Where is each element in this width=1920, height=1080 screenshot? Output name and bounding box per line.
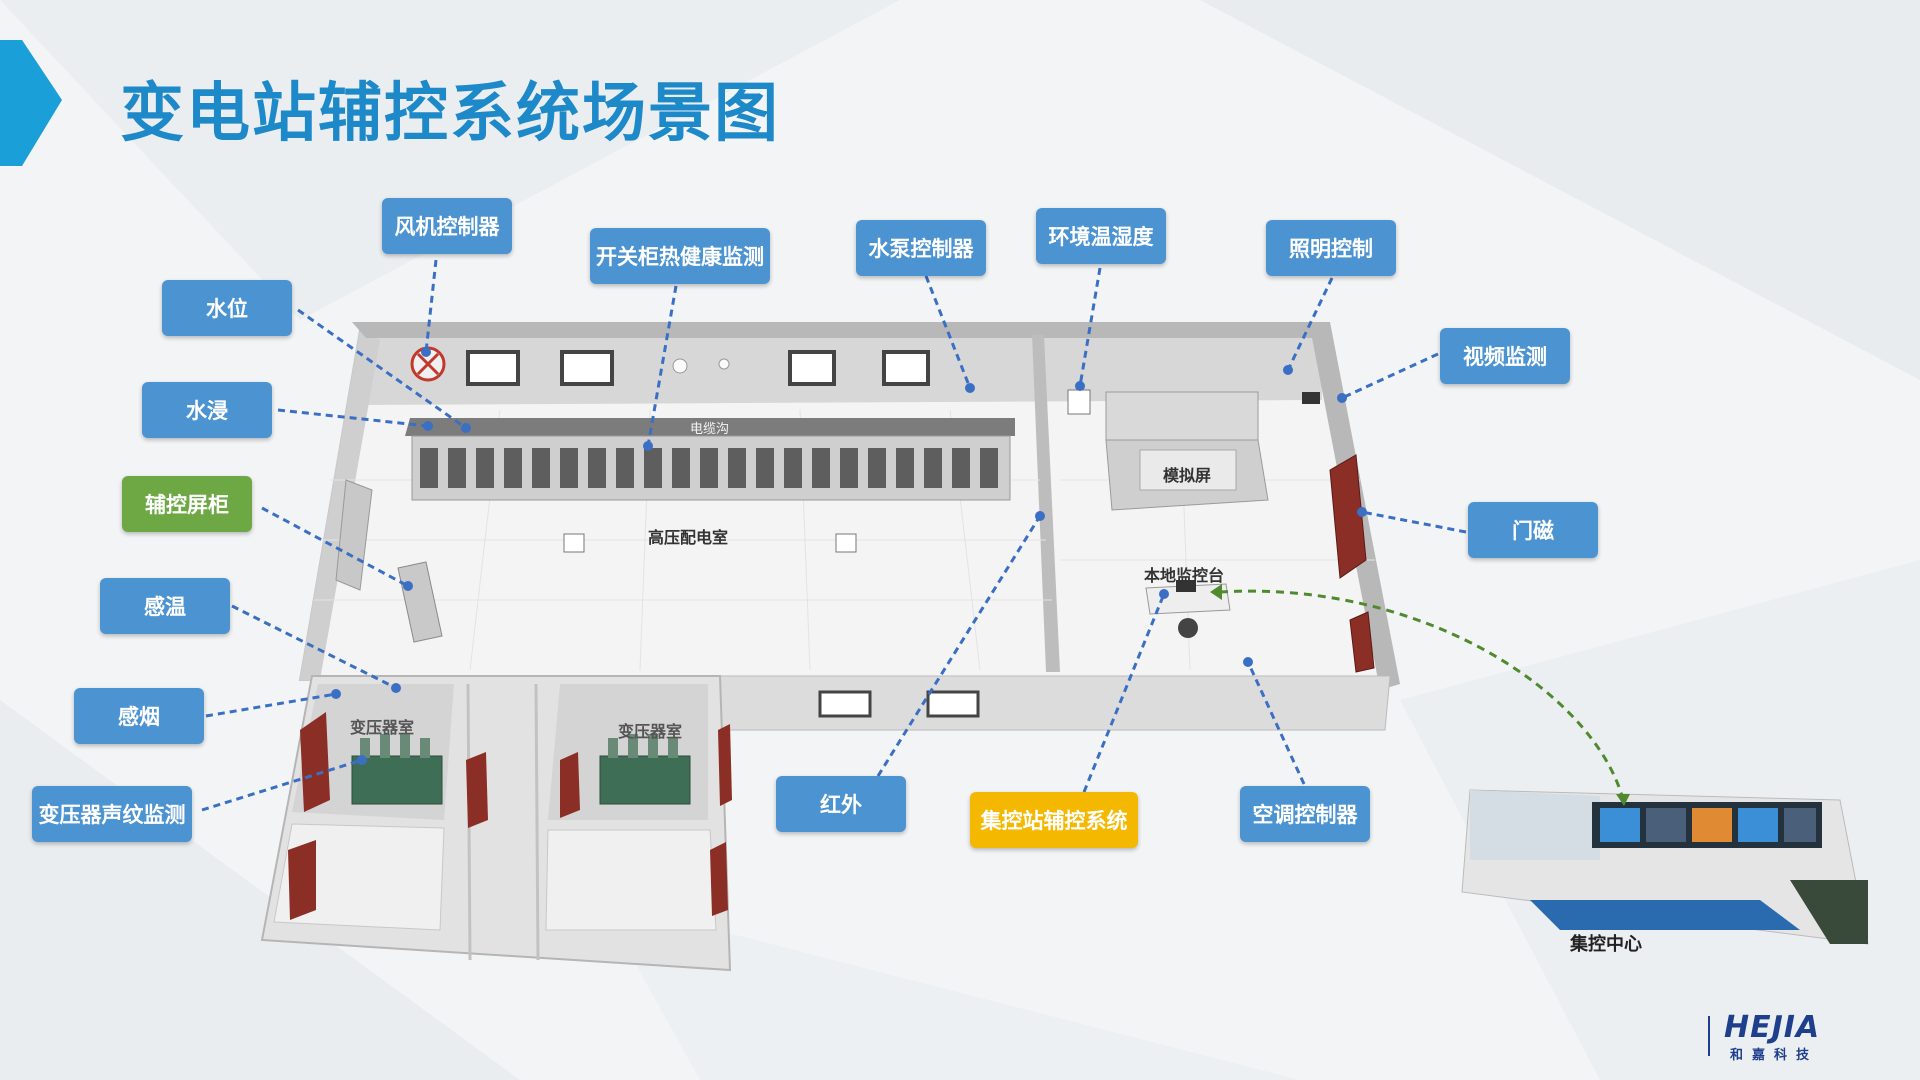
env-sensor-right [1067,389,1091,415]
front-window-1 [818,690,872,718]
humidity-sensor-1 [563,533,585,553]
front-wall [709,675,1391,731]
label-cable-trench: 电缆沟 [690,422,730,437]
label-control-center: 集控中心 [1570,934,1642,955]
partition-wall [1032,335,1060,672]
title-accent-shape [0,40,62,166]
connector-dots [331,347,1367,765]
logo-brand: HEJIA [1724,1010,1821,1045]
tag-water-leak: 水浸 [142,382,272,438]
tag-temp-sense: 感温 [100,578,230,634]
company-logo: HEJIA 和嘉科技 [1708,1010,1858,1063]
control-center-image [1461,789,1869,945]
label-local-console: 本地监控台 [1144,566,1225,585]
arrow-head-down [1616,794,1630,806]
tag-smoke-sense: 感烟 [74,688,204,744]
right-door-1 [1329,454,1367,579]
tag-fan-controller: 风机控制器 [382,198,512,254]
sim-screen-block [1105,391,1269,511]
tag-water-level: 水位 [162,280,292,336]
tag-lighting-control: 照明控制 [1266,220,1396,276]
tag-centralized-aux: 集控站辅控系统 [970,792,1138,848]
tag-env-temp-humidity: 环境温湿度 [1036,208,1166,264]
tr-door-1 [300,712,330,812]
label-transformer-room-2: 变压器室 [618,722,683,741]
tag-infrared: 红外 [776,776,906,832]
tr-door-3 [560,752,580,818]
tr-door-5 [710,842,728,916]
camera-right [1302,392,1320,404]
transformer-1 [351,734,443,805]
humidity-sensor-2 [835,533,857,553]
back-wall-windows [466,350,930,386]
tag-ac-controller: 空调控制器 [1240,786,1370,842]
connector-lines [201,259,1467,812]
label-hv-room: 高压配电室 [648,528,729,547]
logo-cn: 和嘉科技 [1730,1048,1819,1063]
tr-door-4 [718,724,732,806]
tag-aux-cabinet: 辅控屏柜 [122,476,252,532]
transformer-2 [599,734,691,805]
cable-trench [405,418,1015,436]
label-sim-screen: 模拟屏 [1163,466,1212,485]
tag-pump-controller: 水泵控制器 [856,220,986,276]
temp-detector [718,358,730,370]
link-arrow-to-control-center [1219,589,1624,797]
page-title: 变电站辅控系统场景图 [120,77,780,151]
front-window-2 [926,690,980,718]
tag-video-monitoring: 视频监测 [1440,328,1570,384]
lower-room-2 [545,829,717,931]
tag-transformer-acoustic: 变压器声纹监测 [32,786,192,842]
label-transformer-room-1: 变压器室 [350,718,415,737]
arrow-head-left [1210,584,1222,600]
right-door-2 [1349,611,1375,673]
tr-door-6 [466,752,488,828]
left-wall [300,330,380,680]
tag-switchgear-thermal: 开关柜热健康监测 [590,228,770,284]
logo-divider [1708,1016,1710,1056]
smoke-detector [672,358,688,374]
tr-door-2 [288,840,316,920]
switchgear-cabinets [411,435,1011,501]
tag-door-magnet: 门磁 [1468,502,1598,558]
lower-room-1 [273,823,445,931]
